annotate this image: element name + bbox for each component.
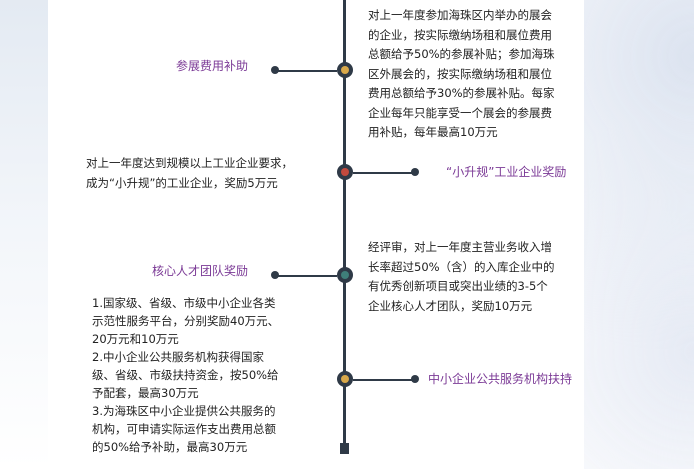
text-line: 企业核心人才团队，奖励10万元 [368,298,533,313]
text-line: 予配套，最高30万元 [92,386,199,400]
text-small-to-scale-award: 对上一年度达到规模以上工业企业要求， 成为“小升规”的工业企业，奖励5万元 [86,154,293,193]
text-line: 区外展会的，按实际缴纳场租和展位 [368,66,552,81]
text-line: 企业每年只能享受一个展会的参展费 [368,105,552,120]
text-line: 费用总额给予30%的参展补贴。每家 [368,86,555,100]
timeline-node-1 [337,62,353,78]
text-line: 2.中小企业公共服务机构获得国家 [92,350,264,364]
text-public-service-support: 1.国家级、省级、市级中小企业各类 示范性服务平台，分别奖励40万元、 20万元… [92,294,279,456]
timeline-node-1-dot [341,66,349,74]
text-line: 1.国家级、省级、市级中小企业各类 [92,296,276,310]
connector-1 [275,70,337,72]
text-line: 总额给予50%的参展补贴；参加海珠 [368,47,555,61]
text-line: 用补贴，每年最高10万元 [368,125,498,139]
timeline-spine [343,0,346,449]
label-exhibition-subsidy: 参展费用补助 [176,59,249,73]
connector-4-end-dot [411,375,419,383]
text-line: 示范性服务平台，分别奖励40万元、 [92,314,280,328]
timeline-node-2-dot [341,168,349,176]
text-line: 的50%给予补助，最高30万元 [92,440,248,454]
label-core-talent-award: 核心人才团队奖励 [152,264,249,278]
text-line: 长率超过50%（含）的入库企业中的 [368,259,555,274]
background-gradient-left [0,0,48,469]
text-line: 成为“小升规”的工业企业，奖励5万元 [86,175,278,190]
timeline-node-3 [337,267,353,283]
connector-2-end-dot [411,168,419,176]
text-line: 有优秀创新项目或突出业绩的3-5个 [368,279,548,293]
text-exhibition-subsidy: 对上一年度参加海珠区内举办的展会 的企业，按实际缴纳场租和展位费用 总额给予50… [368,6,555,143]
text-core-talent-award: 经评审，对上一年度主营业务收入增 长率超过50%（含）的入库企业中的 有优秀创新… [368,238,555,316]
text-line: 的企业，按实际缴纳场租和展位费用 [368,27,552,42]
timeline-end-marker [340,443,349,454]
timeline-node-3-dot [341,271,349,279]
text-line: 对上一年度参加海珠区内举办的展会 [368,8,552,22]
connector-2 [353,172,415,174]
label-small-to-scale-award: “小升规”工业企业奖励 [446,165,567,179]
timeline-node-4 [337,371,353,387]
text-line: 3.为海珠区中小企业提供公共服务的 [92,404,276,418]
connector-1-end-dot [271,66,279,74]
label-public-service-support: 中小企业公共服务机构扶持 [428,372,573,386]
text-line: 机构，可申请实际运作支出费用总额 [92,422,276,436]
connector-4 [353,379,415,381]
text-line: 经评审，对上一年度主营业务收入增 [368,240,552,254]
connector-3 [275,275,337,277]
connector-3-end-dot [271,271,279,279]
text-line: 20万元和10万元 [92,332,179,346]
timeline-node-4-dot [341,375,349,383]
text-line: 级、省级、市级扶持资金，按50%给 [92,368,279,382]
timeline-node-2 [337,164,353,180]
background-gradient-right [584,0,694,469]
text-line: 对上一年度达到规模以上工业企业要求， [86,156,293,170]
